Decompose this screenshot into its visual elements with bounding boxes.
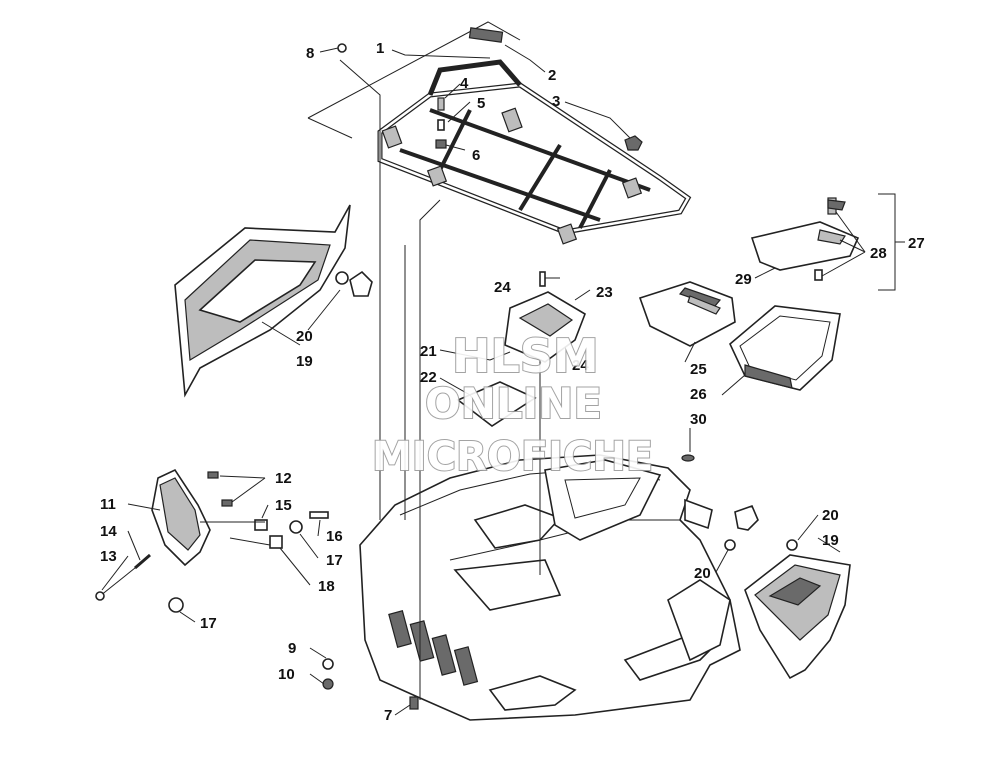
watermark-line-3: MICROFICHE <box>372 434 653 480</box>
callout-19-right: 19 <box>822 532 839 549</box>
callout-14: 14 <box>100 523 117 540</box>
watermark: HLSM ONLINE MICROFICHE <box>371 328 654 481</box>
callout-2: 2 <box>548 67 556 84</box>
callout-22: 22 <box>420 369 437 386</box>
leader-lines <box>101 44 866 716</box>
watermark-line-2: ONLINE <box>425 379 602 428</box>
center-plate-assembly <box>456 271 586 427</box>
callout-20-left: 20 <box>296 328 313 345</box>
front-fender-body <box>359 454 741 721</box>
callout-19-left: 19 <box>296 353 313 370</box>
callout-16: 16 <box>326 528 343 545</box>
callout-5: 5 <box>477 95 485 112</box>
callout-17-left: 17 <box>200 615 217 632</box>
headlight-cover-assembly <box>95 468 329 613</box>
callout-26: 26 <box>690 386 707 403</box>
callout-7: 7 <box>384 707 392 724</box>
callout-1: 1 <box>376 40 384 57</box>
watermark-line-1: HLSM <box>452 329 599 383</box>
callout-28: 28 <box>870 245 887 262</box>
rack-hardware <box>337 27 643 151</box>
callout-27: 27 <box>908 235 925 252</box>
callout-10: 10 <box>278 666 295 683</box>
right-side-panel <box>724 504 851 680</box>
callout-12: 12 <box>275 470 292 487</box>
callout-4: 4 <box>460 75 469 92</box>
callout-25: 25 <box>690 361 707 378</box>
callout-24-top: 24 <box>494 279 511 296</box>
callout-13: 13 <box>100 548 117 565</box>
callout-11: 11 <box>100 496 116 513</box>
callout-15: 15 <box>275 497 292 514</box>
callout-30: 30 <box>690 411 707 428</box>
storage-box-assembly <box>638 193 905 391</box>
body-fasteners <box>322 658 419 710</box>
callout-labels: 1 2 3 4 5 6 7 8 9 10 11 12 13 14 15 16 1… <box>100 40 925 724</box>
callout-6: 6 <box>472 147 480 164</box>
callout-24-mid: 24 <box>572 357 589 374</box>
callout-8: 8 <box>306 45 314 62</box>
callout-21: 21 <box>420 343 437 360</box>
left-side-panel <box>174 204 373 398</box>
callout-29: 29 <box>735 271 752 288</box>
front-rack <box>307 21 692 245</box>
callout-18: 18 <box>318 578 335 595</box>
callout-20-right: 20 <box>822 507 839 524</box>
callout-17-right: 17 <box>326 552 343 569</box>
callout-3: 3 <box>552 93 560 110</box>
callout-23: 23 <box>596 284 613 301</box>
callout-9: 9 <box>288 640 296 657</box>
callout-20-lower: 20 <box>694 565 711 582</box>
